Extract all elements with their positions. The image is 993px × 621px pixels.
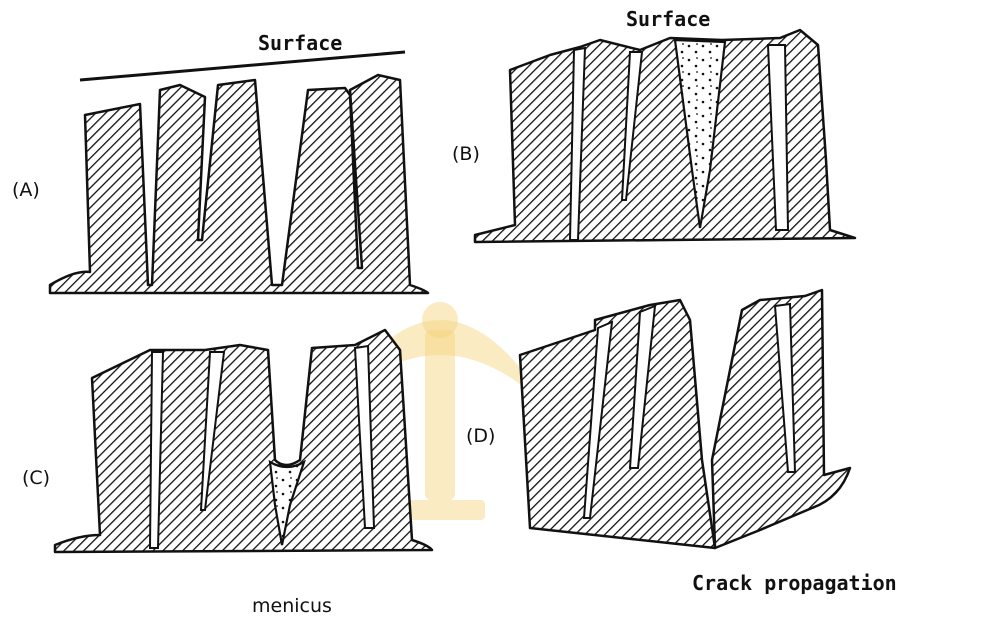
surface-label-b: Surface (626, 7, 710, 31)
panel-b (475, 30, 855, 242)
panel-label-b: (B) (452, 143, 480, 165)
solid-body-b (475, 30, 855, 242)
panel-label-a: (A) (12, 179, 40, 201)
panel-label-d: (D) (466, 425, 495, 447)
solid-body-c (55, 330, 432, 552)
solid-body-d-left (520, 300, 715, 548)
solid-body-a (50, 75, 428, 293)
panel-d (520, 290, 850, 548)
surface-line-a (80, 52, 405, 80)
meniscus-label: menicus (252, 595, 332, 617)
crack-propagation-label: Crack propagation (692, 571, 897, 595)
panel-c (55, 330, 432, 552)
surface-label-a: Surface (258, 31, 342, 55)
panel-label-c: (C) (22, 467, 50, 489)
panel-a (50, 52, 428, 293)
